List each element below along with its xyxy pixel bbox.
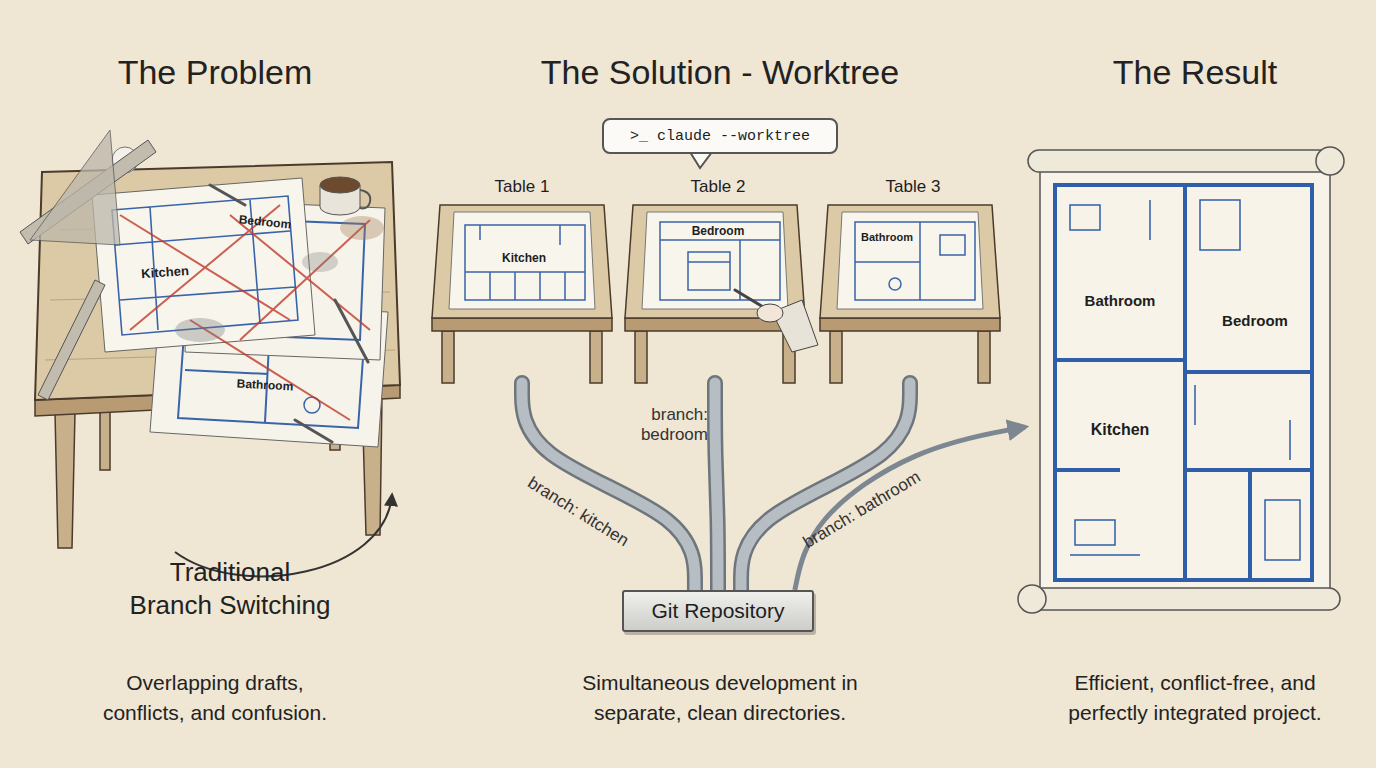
caption-text: Efficient, conflict-free, and perfectly … — [1055, 668, 1335, 729]
room-label: Bedroom — [692, 224, 745, 238]
bathroom-plan — [855, 222, 975, 300]
cluttered-desk-illustration — [20, 130, 400, 576]
floor-plan-details — [1070, 200, 1300, 560]
table-label: Table 2 — [691, 177, 746, 197]
red-cross-outs — [120, 205, 370, 420]
scroll-roll — [1028, 588, 1340, 610]
blueprint-scroll: BathroomBedroomKitchen — [1025, 148, 1343, 613]
branch-body — [715, 383, 718, 590]
table-label: Table 3 — [886, 177, 941, 197]
branch-label: branch: kitchen — [524, 473, 632, 551]
room-label: Kitchen — [502, 251, 546, 265]
draft-sheet — [92, 178, 315, 352]
room-label: Kitchen — [1091, 421, 1150, 439]
room-label: Kitchen — [141, 263, 190, 281]
section-heading: The Problem — [5, 52, 425, 93]
scroll-curl — [1316, 147, 1344, 175]
room-label: Bathroom — [1085, 292, 1156, 309]
caption-text: Simultaneous development in separate, cl… — [565, 668, 875, 729]
branch-label: branch: bathroom — [800, 467, 925, 553]
coffee-stain — [340, 216, 384, 240]
room-label: Bedroom — [238, 212, 292, 231]
callout-text: Traditional Branch Switching — [127, 556, 333, 621]
blueprint-scroll-drawing — [1018, 147, 1344, 613]
room-label: Bathroom — [236, 377, 293, 394]
kitchen-plan — [465, 225, 585, 300]
connector-group — [522, 383, 1025, 590]
drafting-table-drawing — [625, 205, 805, 383]
repository-box: Git Repository — [622, 590, 814, 632]
section-heading: The Result — [985, 52, 1376, 93]
scroll-sheet — [1040, 165, 1330, 595]
drafting-table: Table 3 Bathroom — [820, 175, 1000, 383]
drafting-table-drawing — [820, 205, 1000, 383]
blueprint-lines — [112, 196, 298, 335]
set-square — [30, 130, 120, 245]
scroll-curl — [1018, 585, 1046, 613]
room-label: Bathroom — [861, 231, 913, 243]
scroll-roll — [1028, 150, 1333, 172]
hand — [757, 304, 783, 322]
arrow-line — [795, 427, 1025, 590]
branch-outline — [715, 383, 718, 590]
drafting-table: Table 2 Bedroom — [625, 175, 805, 383]
command-text: >_ claude --worktree — [630, 128, 810, 145]
caption-text: Overlapping drafts, conflicts, and confu… — [93, 668, 338, 729]
cluttered-desk: Kitchen BedroomBathroom — [35, 160, 405, 550]
floor-plan-walls — [1055, 185, 1312, 580]
drafting-table: Table 1 Kitchen — [432, 175, 612, 383]
flow-arrow — [795, 427, 1025, 590]
drafting-table-drawing — [432, 205, 612, 383]
coffee — [320, 177, 360, 193]
bubble-tail — [690, 152, 712, 168]
branch-connector — [715, 383, 718, 590]
branch-label: branch: bedroom — [628, 405, 708, 446]
box-label: Git Repository — [651, 599, 784, 623]
bedroom-plan — [660, 222, 780, 300]
command-bubble: >_ claude --worktree — [602, 118, 838, 154]
room-label: Bedroom — [1222, 312, 1288, 329]
mug-handle — [360, 190, 370, 208]
smudge — [175, 318, 225, 342]
smudge — [302, 252, 338, 272]
section-heading: The Solution - Worktree — [460, 52, 980, 93]
ruler — [38, 280, 105, 400]
toilet-symbol — [889, 278, 901, 290]
table-label: Table 1 — [495, 177, 550, 197]
